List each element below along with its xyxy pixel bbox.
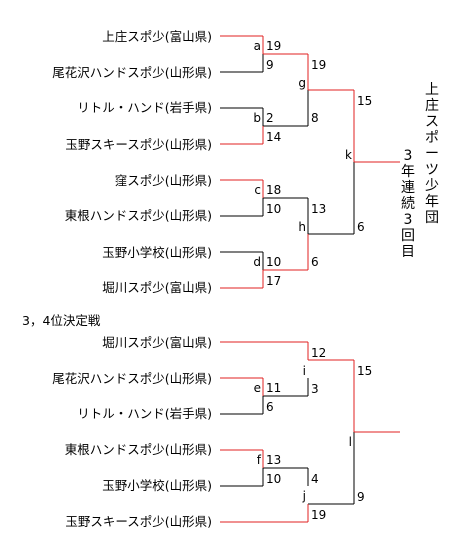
- score: 6: [357, 220, 365, 234]
- match-label: b: [253, 111, 261, 125]
- third-loser-lines: [220, 378, 355, 505]
- score: 15: [357, 94, 372, 108]
- main-loser-lines: [220, 54, 355, 270]
- team-name: 玉野小学校(山形県): [102, 245, 212, 260]
- score: 4: [311, 472, 319, 486]
- score: 3: [311, 382, 319, 396]
- score: 6: [311, 255, 319, 269]
- match-label: j: [302, 489, 306, 503]
- match-label: g: [298, 76, 306, 90]
- main-team-names: 上庄スポ少(富山県) 尾花沢ハンドスポ少(山形県) リトル・ハンド(岩手県) 玉…: [52, 29, 212, 295]
- score: 19: [311, 58, 326, 72]
- score: 6: [266, 400, 274, 414]
- score: 8: [311, 111, 319, 125]
- team-name: 東根ハンドスポ少(山形県): [65, 208, 212, 223]
- score: 9: [357, 490, 365, 504]
- score: 12: [311, 346, 326, 360]
- match-label: h: [298, 220, 306, 234]
- match-label: c: [254, 183, 261, 197]
- team-name: 尾花沢ハンドスポ少(山形県): [52, 65, 212, 80]
- main-match-labels: a b c d g h k: [253, 39, 352, 269]
- match-label: i: [303, 364, 306, 378]
- main-scores: 19 9 2 14 18 10 10 17 19 8 13 6 15 6: [266, 39, 372, 288]
- third-winner-lines: [220, 341, 400, 523]
- score: 13: [311, 202, 326, 216]
- team-name: 尾花沢ハンドスポ少(山形県): [52, 371, 212, 386]
- score: 10: [266, 472, 281, 486]
- main-winner-lines: [220, 35, 400, 289]
- team-name: リトル・ハンド(岩手県): [77, 100, 212, 115]
- score: 10: [266, 255, 281, 269]
- score: 11: [266, 381, 281, 395]
- score: 19: [311, 508, 326, 522]
- third-scores: 11 6 13 10 12 3 4 19 15 9: [266, 346, 372, 522]
- team-name: 堀川スポ少(富山県): [102, 335, 212, 350]
- score: 14: [266, 130, 281, 144]
- champion-team-name: 上庄スポーツ少年団: [425, 82, 439, 226]
- score: 15: [357, 364, 372, 378]
- team-name: 玉野スキースポ少(山形県): [65, 137, 212, 152]
- team-name: 玉野小学校(山形県): [102, 478, 212, 493]
- score: 17: [266, 274, 281, 288]
- team-name: リトル・ハンド(岩手県): [77, 406, 212, 421]
- third-match-labels: e f i j l: [254, 364, 352, 503]
- score: 18: [266, 183, 281, 197]
- match-label: a: [254, 39, 261, 53]
- team-name: 堀川スポ少(富山県): [102, 280, 212, 295]
- champion-record: 3年連続3回目: [401, 148, 415, 260]
- team-name: 玉野スキースポ少(山形県): [65, 514, 212, 529]
- match-label: l: [349, 435, 352, 449]
- match-label: e: [254, 381, 261, 395]
- match-label: k: [345, 148, 352, 162]
- team-name: 上庄スポ少(富山県): [102, 29, 212, 44]
- team-name: 東根ハンドスポ少(山形県): [65, 442, 212, 457]
- score: 2: [266, 111, 274, 125]
- score: 13: [266, 453, 281, 467]
- third-place-team-names: 堀川スポ少(富山県) 尾花沢ハンドスポ少(山形県) リトル・ハンド(岩手県) 東…: [52, 335, 212, 529]
- third-place-title: 3，4位決定戦: [22, 313, 101, 328]
- match-label: d: [253, 255, 261, 269]
- score: 19: [266, 39, 281, 53]
- score: 10: [266, 202, 281, 216]
- score: 9: [266, 58, 274, 72]
- match-label: f: [257, 453, 262, 467]
- team-name: 窪スポ少(山形県): [115, 173, 212, 188]
